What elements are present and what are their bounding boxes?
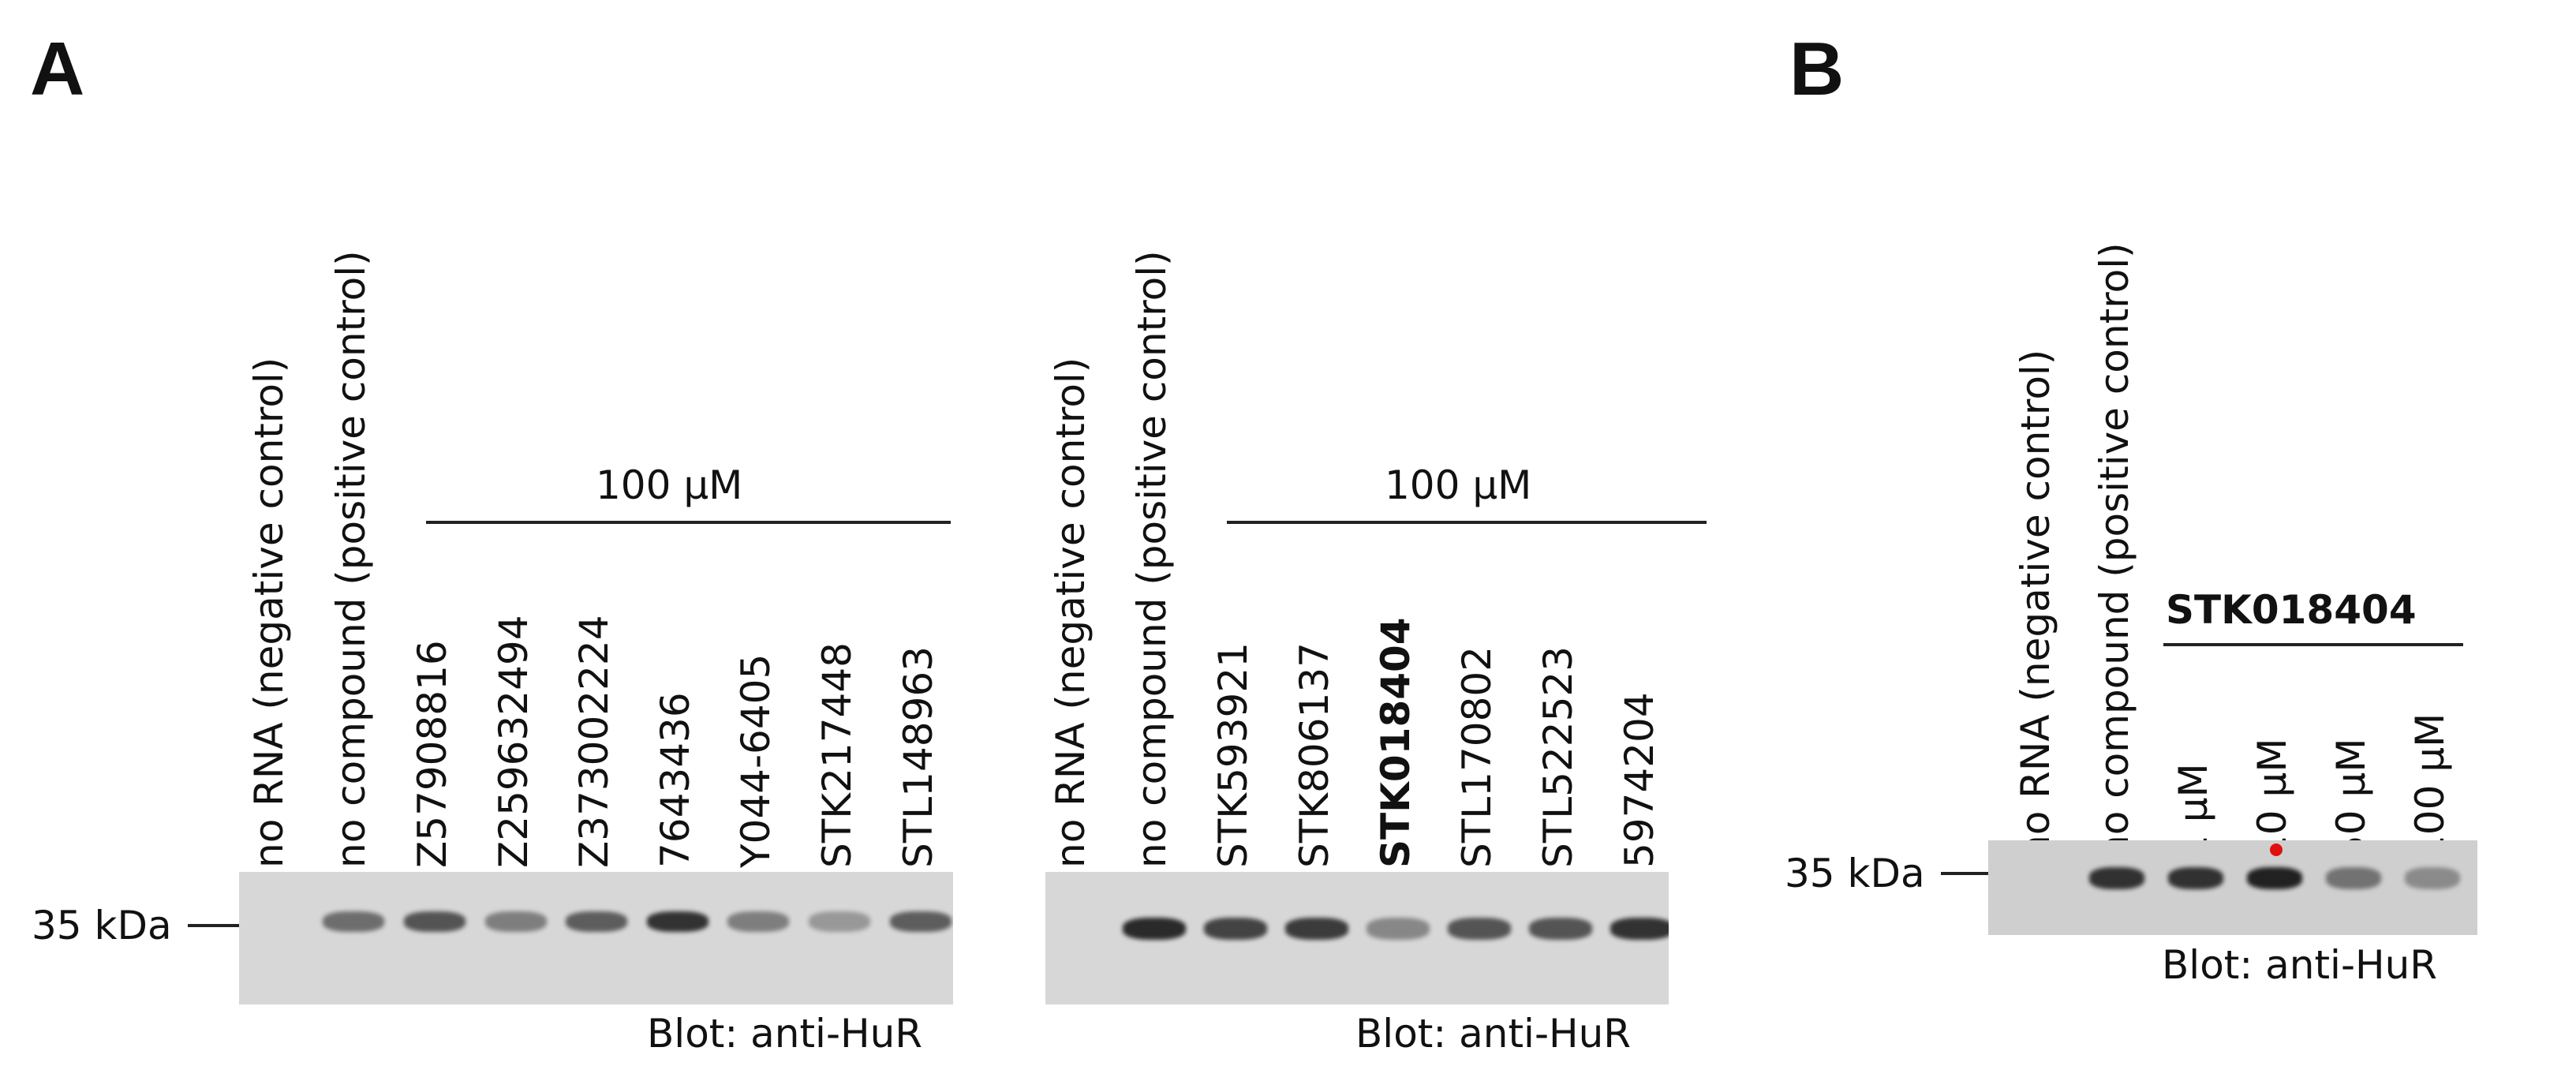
lane-label: no RNA (negative control) bbox=[1048, 357, 1094, 868]
marker-tick bbox=[188, 924, 239, 927]
protein-band bbox=[1367, 918, 1430, 940]
lane-label: STK217448 bbox=[814, 642, 860, 868]
lane-label: Y044-6405 bbox=[733, 653, 779, 868]
panel-b-letter: B bbox=[1789, 27, 1845, 111]
concentration-label: 100 μM bbox=[596, 462, 743, 508]
lane-label: Z57908816 bbox=[409, 640, 455, 868]
protein-band bbox=[2089, 867, 2144, 889]
lane-label: STL148963 bbox=[895, 645, 941, 868]
protein-band bbox=[1448, 918, 1511, 940]
protein-band bbox=[647, 911, 708, 932]
western-blot-membrane bbox=[239, 872, 953, 1004]
lane-label: Z373002224 bbox=[571, 615, 617, 868]
lane-label: no compound (positive control) bbox=[2092, 242, 2137, 860]
protein-band bbox=[727, 911, 789, 932]
red-artifact-spot bbox=[2270, 843, 2283, 856]
western-blot-membrane bbox=[1988, 840, 2477, 935]
lane-label: no RNA (negative control) bbox=[2013, 349, 2058, 860]
protein-band bbox=[485, 911, 547, 932]
lane-label: 5974204 bbox=[1617, 692, 1662, 868]
molecular-weight-marker: 35 kDa bbox=[32, 903, 172, 948]
lane-label: no compound (positive control) bbox=[328, 250, 374, 868]
western-blot-membrane bbox=[1045, 872, 1669, 1004]
blot-caption: Blot: anti-HuR bbox=[2162, 942, 2438, 988]
blot-caption: Blot: anti-HuR bbox=[647, 1011, 923, 1057]
lane-label: 100 μM bbox=[2407, 713, 2453, 860]
marker-tick bbox=[1941, 872, 1988, 875]
concentration-bracket-line bbox=[1227, 521, 1707, 524]
lane-label: STK806137 bbox=[1292, 642, 1337, 868]
protein-band bbox=[1285, 918, 1348, 940]
compound-group-label: STK018404 bbox=[2166, 587, 2417, 633]
lane-label: 7643436 bbox=[652, 692, 698, 868]
lane-label: no compound (positive control) bbox=[1129, 250, 1175, 868]
protein-band bbox=[404, 911, 465, 932]
protein-band bbox=[2247, 867, 2302, 889]
lane-label: STL522523 bbox=[1535, 645, 1581, 868]
protein-band bbox=[1610, 918, 1669, 940]
protein-band bbox=[566, 911, 627, 932]
protein-band bbox=[2405, 867, 2460, 889]
lane-label: Z259632494 bbox=[491, 615, 537, 868]
concentration-bracket-line bbox=[426, 521, 951, 524]
protein-band bbox=[323, 911, 384, 932]
lane-label: STL170802 bbox=[1454, 645, 1500, 868]
protein-band bbox=[1204, 918, 1267, 940]
panel-a-letter: A bbox=[30, 27, 85, 111]
protein-band bbox=[1529, 918, 1592, 940]
concentration-label: 100 μM bbox=[1385, 462, 1532, 508]
protein-band bbox=[1123, 918, 1186, 940]
protein-band bbox=[2168, 867, 2223, 889]
protein-band bbox=[2326, 867, 2381, 889]
lane-label: no RNA (negative control) bbox=[246, 357, 292, 868]
compound-bracket-line bbox=[2163, 643, 2463, 646]
protein-band bbox=[809, 911, 870, 932]
molecular-weight-marker: 35 kDa bbox=[1785, 851, 1925, 896]
lane-label-highlighted: STK018404 bbox=[1373, 617, 1419, 868]
lane-label: STK593921 bbox=[1210, 642, 1256, 868]
protein-band bbox=[890, 911, 952, 932]
blot-caption: Blot: anti-HuR bbox=[1355, 1011, 1632, 1057]
